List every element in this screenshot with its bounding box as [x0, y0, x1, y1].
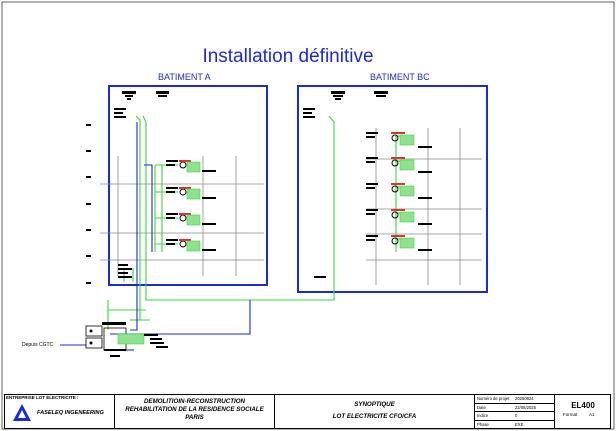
diagram-title: Installation définitive — [202, 46, 374, 67]
meta-value: 22/08/2025 — [515, 404, 536, 410]
format-label: Format — [563, 412, 578, 417]
meta-key: Date — [477, 404, 486, 410]
green-cables — [107, 115, 406, 330]
project-line-2: REHABILITATION DE LA RESIDENCE SOCIALE — [125, 406, 264, 413]
company-name: FASELEQ INGENEERING — [37, 410, 104, 416]
building-a-label: BATIMENT A — [158, 72, 211, 82]
project-line-3: PARIS — [185, 414, 204, 421]
title-block-meta: Numéro de projet 20250924 Date 22/08/202… — [475, 395, 555, 428]
project-line-1: DEMOLITIOIN-RECONSTRUCTION — [143, 398, 246, 405]
drawing-line-2: LOT ELECTRICITE CFO/CFA — [332, 413, 417, 420]
drawing-line-1: SYNOPTIQUE — [354, 401, 395, 408]
title-block-code: EL400 Format A1 — [555, 395, 611, 428]
title-block-company: ENTREPRISE LOT ELECTRICITE : FASELEQ ING… — [5, 395, 115, 428]
meta-row: Date 22/08/2025 — [475, 404, 554, 412]
meta-value: EXE — [515, 421, 524, 427]
meta-value: 0 — [515, 413, 518, 418]
meta-key: Numéro de projet — [477, 396, 510, 401]
title-block-drawing: SYNOPTIQUE LOT ELECTRICITE CFO/CFA — [275, 395, 475, 428]
meta-value: 20250924 — [515, 396, 534, 401]
floor-markers — [86, 124, 91, 284]
building-bc-devices — [303, 108, 432, 278]
building-bc-label: BATIMENT BC — [370, 72, 430, 82]
source-label: Depuis CGTC — [22, 342, 54, 348]
main-distribution-board — [85, 322, 168, 357]
meta-row: Phase EXE — [475, 421, 554, 430]
building-bc-frame — [297, 85, 488, 293]
title-block-project: DEMOLITIOIN-RECONSTRUCTION REHABILITATIO… — [115, 395, 275, 428]
riser-lines — [117, 128, 461, 285]
meta-key: Indice — [477, 413, 489, 418]
format-value: A1 — [589, 412, 595, 417]
building-a-frame — [108, 85, 268, 286]
building-a-devices — [114, 108, 216, 278]
top-distribution-symbols — [122, 91, 388, 100]
meta-row: Numéro de projet 20250924 — [475, 395, 554, 404]
floor-lines — [100, 158, 482, 261]
meta-key: Phase — [477, 421, 489, 427]
meta-row: Indice 0 — [475, 412, 554, 421]
company-logo-icon — [13, 404, 31, 421]
company-label: ENTREPRISE LOT ELECTRICITE : — [6, 395, 79, 400]
title-block: ENTREPRISE LOT ELECTRICITE : FASELEQ ING… — [4, 394, 611, 429]
drawing-code: EL400 — [571, 401, 595, 410]
